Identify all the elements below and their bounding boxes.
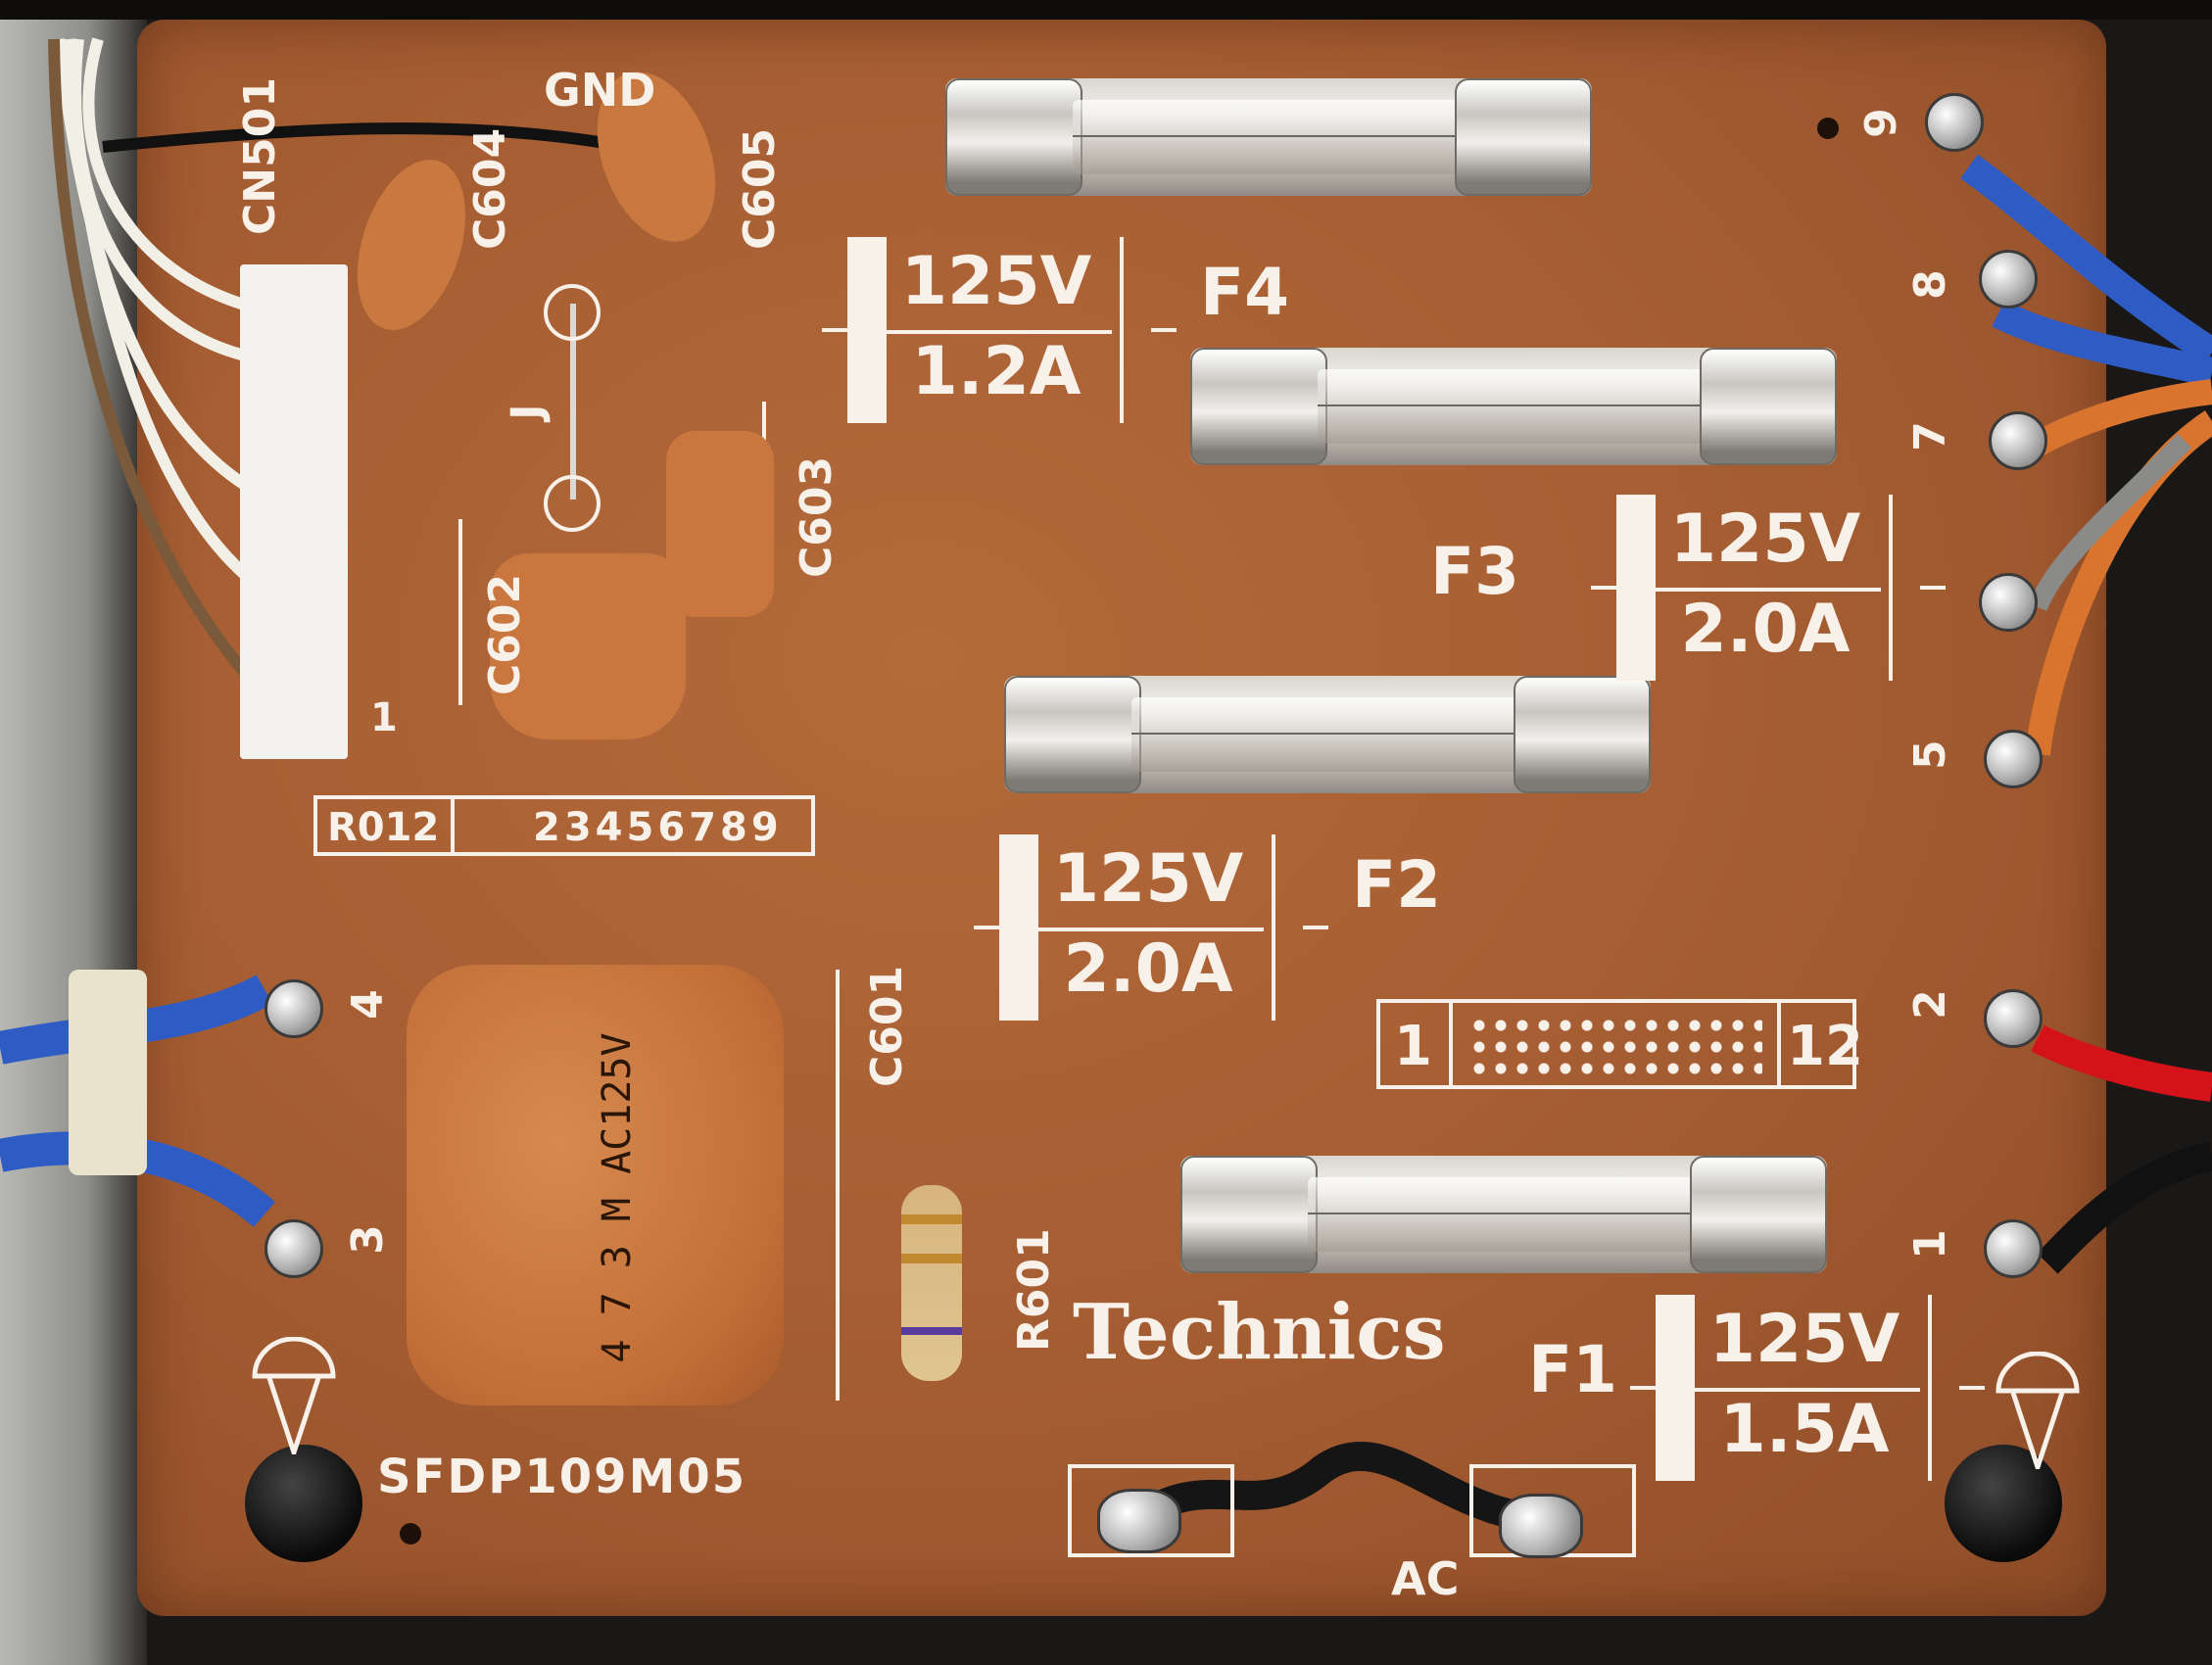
brand-logo: Technics [1073,1288,1446,1377]
fuse-current: 2.0A [1063,930,1233,1008]
fuse-label-f1: F1 [1528,1332,1618,1407]
capacitor-marking: 4 7 3 M AC125V [595,1032,640,1363]
screw-left [245,1445,362,1562]
pad-grid-dots [1468,1015,1762,1075]
capacitor-c601 [407,965,784,1405]
cap-label-c605: C605 [735,127,785,250]
fuse-rating-f2: 125V 2.0A [974,834,1328,1021]
terminal-4 [264,979,323,1038]
terminal-label-1: 1 [1904,1229,1955,1260]
jumper-pad-top [544,284,601,341]
pad-grid: 1 12 [1376,999,1863,1089]
part-ref-label: R012 [327,805,440,850]
fuse-rating-f1: 125V 1.5A [1630,1295,1985,1481]
screw-marker-left [252,1337,336,1454]
ac-solder-left [1097,1489,1181,1553]
fuse-label-f2: F2 [1352,847,1442,923]
fuse-f2 [1004,676,1651,793]
terminal-9 [1925,93,1984,152]
fuse-voltage: 125V [1052,840,1244,918]
part-ref-box: R012 23456789 [313,795,815,856]
fuse-current: 1.2A [911,333,1082,410]
connector-label: CN501 [235,77,285,235]
fuse-voltage: 125V [900,243,1092,320]
ac-solder-right [1499,1494,1583,1558]
pad-grid-right: 12 [1787,1015,1863,1078]
screw-right [1945,1445,2062,1562]
cap-label-c602: C602 [480,573,530,695]
terminal-label-3: 3 [342,1224,393,1255]
mount-hole-top-right [1817,118,1839,139]
fuse-label-f3: F3 [1430,534,1520,609]
fuse-label-f4: F4 [1200,255,1290,330]
fuse-f3 [1190,348,1837,465]
terminal-3 [264,1219,323,1278]
fuse-current: 1.5A [1719,1391,1890,1468]
terminal-label-9: 9 [1855,108,1906,138]
model-number: SFDP109M05 [377,1450,747,1504]
terminal-label-8: 8 [1904,269,1955,300]
terminal-label-5: 5 [1904,739,1955,770]
band-1 [901,1214,962,1224]
cap-label-c603: C603 [792,455,842,578]
mount-hole-bottom-left [400,1523,421,1545]
band-3 [901,1327,962,1335]
connector-pin-one: 1 [370,695,398,740]
part-ref-divider [451,799,455,852]
fuse-f4 [945,78,1592,196]
resistor-r601 [901,1185,962,1381]
screw-marker-right [1996,1352,2080,1469]
fuse-voltage: 125V [1708,1301,1900,1378]
terminal-8 [1979,250,2038,309]
terminal-label-4: 4 [342,989,393,1020]
fuse-rating-f4: 125V 1.2A [822,237,1177,423]
pad-grid-divider-right [1777,1003,1781,1085]
jumper-label: J [502,404,553,420]
terminal-5 [1984,730,2043,788]
pad-grid-left: 1 [1394,1015,1432,1078]
ac-pad-left [1068,1464,1234,1557]
cap-label-c604: C604 [465,127,515,250]
fuse-rating-f3: 125V 2.0A [1591,495,1946,681]
terminal-1 [1984,1219,2043,1278]
gnd-label: GND [544,64,656,117]
band-2 [901,1254,962,1263]
fuse-current: 2.0A [1680,591,1851,668]
ac-label: AC [1391,1552,1460,1605]
jumper-pad-bottom [544,475,601,532]
fuse-f1 [1180,1156,1827,1273]
capacitor-c602 [490,553,686,739]
cap-label-c601: C601 [862,965,912,1087]
resistor-label: R601 [1009,1228,1059,1352]
fuse-voltage: 125V [1669,500,1861,578]
pad-grid-divider [1449,1003,1453,1085]
terminal-2 [1984,989,2043,1048]
part-ref-digits: 23456789 [533,805,783,850]
terminal-7 [1989,411,2047,470]
chassis-top [0,0,2212,20]
cable-tie [69,970,147,1175]
connector-cn501 [240,264,348,759]
terminal-label-2: 2 [1904,989,1955,1020]
terminal-6 [1979,573,2038,632]
terminal-label-7: 7 [1904,421,1955,452]
